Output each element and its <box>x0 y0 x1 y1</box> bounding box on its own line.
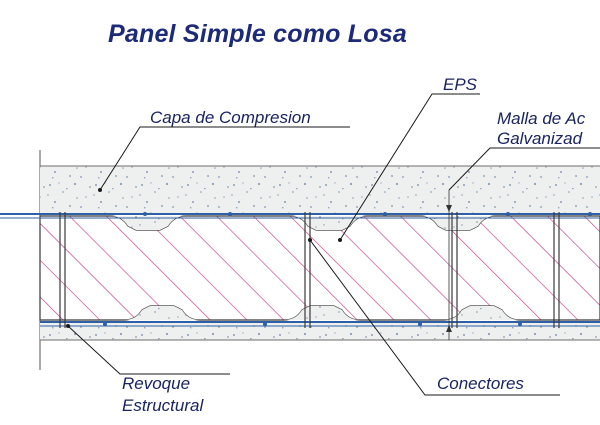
label-malla-line1: Malla de Ac <box>497 109 586 128</box>
leader-malla <box>448 147 600 191</box>
plaster-layer <box>40 322 600 340</box>
diagram-title: Panel Simple como Losa <box>108 20 407 48</box>
label-malla-line2: Galvanizad <box>497 129 583 148</box>
connectors <box>59 212 560 328</box>
label-revoque-line2: Estructural <box>122 396 204 415</box>
eps-core <box>39 215 600 321</box>
compression-layer <box>40 166 600 214</box>
label-capa-compresion: Capa de Compresion <box>150 108 311 127</box>
label-revoque-line1: Revoque <box>122 374 191 393</box>
leader-capa <box>99 126 350 191</box>
leader-eps <box>339 93 480 241</box>
label-conectores: Conectores <box>437 374 524 393</box>
label-eps: EPS <box>443 75 478 94</box>
leader-revoque <box>67 325 230 375</box>
leader-conectores <box>309 239 560 396</box>
